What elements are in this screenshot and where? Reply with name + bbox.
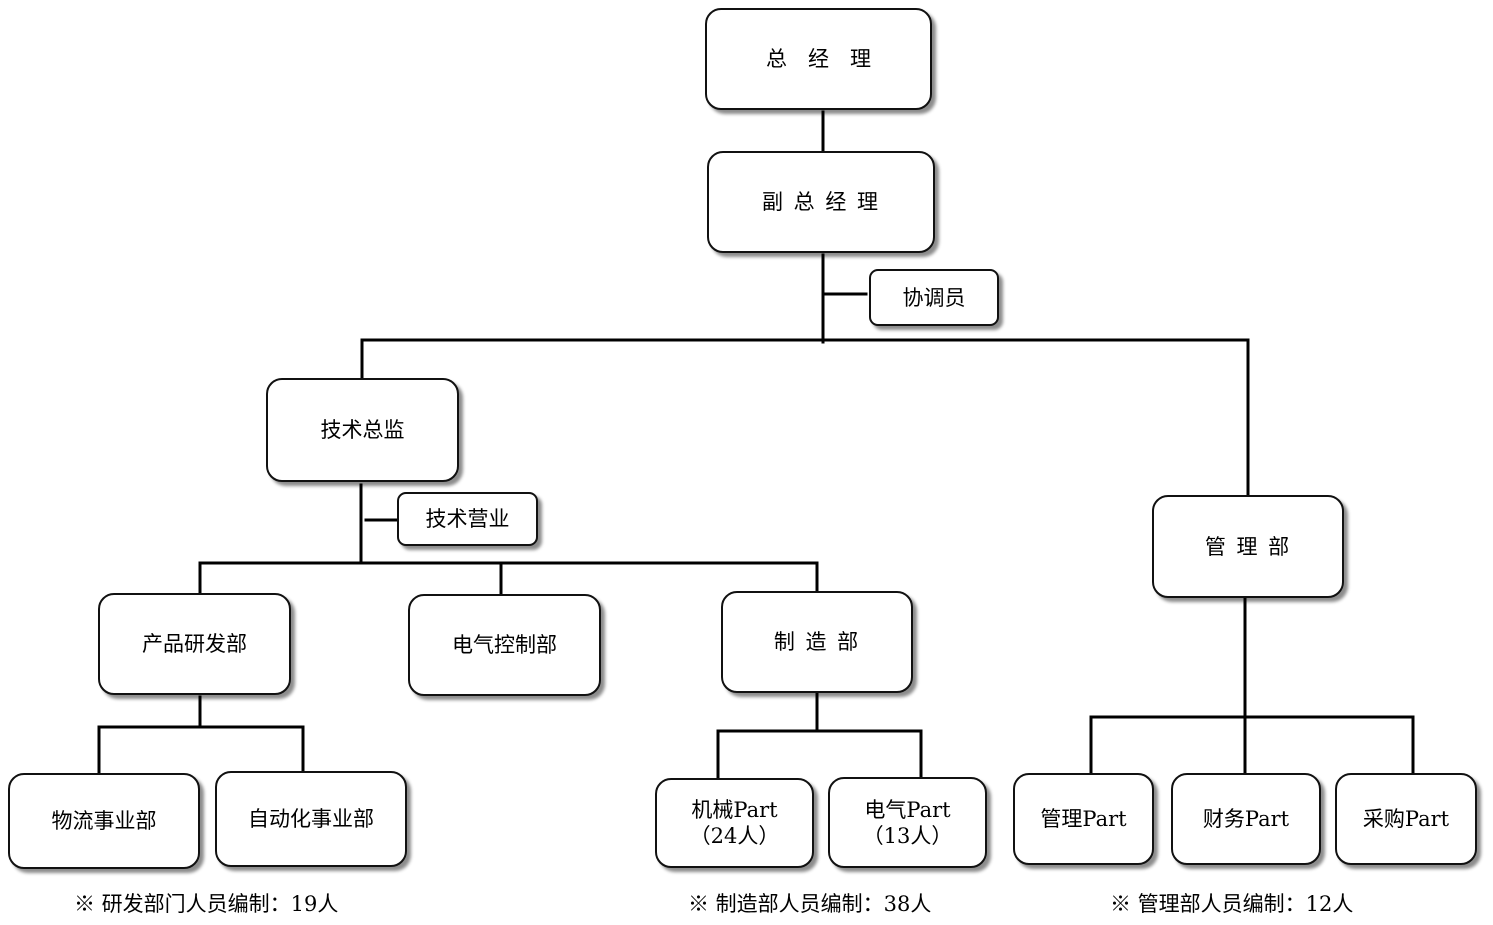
note-management-headcount: ※ 管理部人员编制：12人 bbox=[1110, 892, 1354, 916]
node-product-rd-dept-label: 产品研发部 bbox=[142, 632, 247, 656]
node-coordinator-label: 协调员 bbox=[902, 285, 966, 310]
node-mechanical-part-count: （24人） bbox=[689, 824, 780, 848]
node-manufacturing-dept-label: 制 造 部 bbox=[773, 630, 861, 654]
node-automation-division-label: 自动化事业部 bbox=[248, 807, 374, 831]
node-general-manager: 总 经 理 bbox=[705, 8, 932, 110]
node-electrical-part-label: 电气Part bbox=[864, 797, 951, 822]
node-technical-sales: 技术营业 bbox=[397, 492, 538, 546]
node-deputy-general-manager: 副 总 经 理 bbox=[707, 151, 935, 253]
node-technical-director-label: 技术总监 bbox=[320, 418, 405, 442]
node-purchasing-part-label: 采购Part bbox=[1362, 807, 1450, 831]
node-logistics-division-label: 物流事业部 bbox=[51, 809, 157, 833]
note-rd-headcount: ※ 研发部门人员编制：19人 bbox=[74, 892, 339, 916]
node-deputy-general-manager-label: 副 总 经 理 bbox=[761, 190, 881, 214]
node-management-dept: 管 理 部 bbox=[1152, 495, 1344, 598]
node-mechanical-part-label: 机械Part bbox=[691, 798, 778, 822]
node-manufacturing-dept: 制 造 部 bbox=[721, 591, 913, 693]
note-manufacturing-headcount: ※ 制造部人员编制：38人 bbox=[688, 892, 932, 916]
node-management-dept-label: 管 理 部 bbox=[1204, 534, 1292, 559]
node-general-manager-label: 总 经 理 bbox=[766, 47, 871, 71]
node-electrical-part-count: （13人） bbox=[862, 823, 953, 848]
node-admin-part-label: 管理Part bbox=[1040, 807, 1127, 831]
node-electrical-control-dept-label: 电气控制部 bbox=[452, 633, 557, 657]
node-electrical-control-dept: 电气控制部 bbox=[408, 594, 601, 696]
node-automation-division: 自动化事业部 bbox=[215, 771, 407, 867]
node-product-rd-dept: 产品研发部 bbox=[98, 593, 291, 695]
node-technical-director: 技术总监 bbox=[266, 378, 459, 482]
node-coordinator: 协调员 bbox=[869, 269, 999, 326]
node-mechanical-part: 机械Part （24人） bbox=[655, 778, 814, 868]
node-purchasing-part: 采购Part bbox=[1335, 773, 1477, 865]
node-admin-part: 管理Part bbox=[1013, 773, 1154, 865]
node-finance-part-label: 财务Part bbox=[1202, 807, 1290, 831]
node-finance-part: 财务Part bbox=[1171, 773, 1321, 865]
node-electrical-part: 电气Part （13人） bbox=[828, 777, 987, 868]
node-logistics-division: 物流事业部 bbox=[8, 773, 200, 869]
node-technical-sales-label: 技术营业 bbox=[425, 507, 510, 531]
